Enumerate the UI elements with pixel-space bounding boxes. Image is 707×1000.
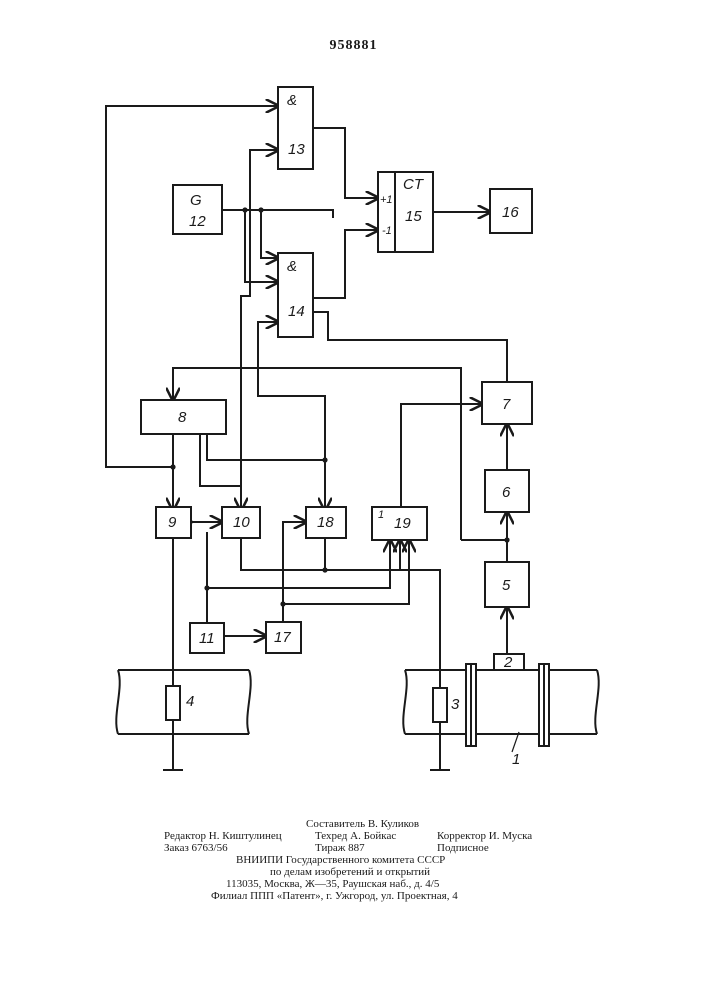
footer-org2: по делам изобретений и открытий [270,866,430,878]
svg-text:6: 6 [502,484,511,501]
wire-13-to-15 [313,128,378,198]
block-15-counter: CT 15 +1 -1 [378,172,433,252]
svg-text:15: 15 [405,208,422,225]
footer-editor: Редактор Н. Киштулинец [164,830,282,842]
wire-17-to-18 [283,522,306,622]
wire-8-to-18 [207,434,325,510]
wire-10-to-3 [241,538,440,688]
footer-circulation: Тираж 887 [315,842,365,854]
svg-text:19: 19 [394,515,411,532]
pipe-left [116,670,250,734]
svg-text:2: 2 [503,654,513,671]
wire-11-to-19a [207,540,390,588]
svg-text:7: 7 [502,396,511,413]
block-2-sensor: 2 [494,654,524,671]
svg-text:+1: +1 [380,194,393,206]
block-6: 6 [485,470,529,512]
svg-text:11: 11 [199,630,215,647]
svg-text:12: 12 [189,213,206,230]
wire-12-to-19 [261,210,333,218]
block-3-electrode: 3 [433,688,460,722]
block-18: 18 [306,507,346,538]
block-16: 16 [490,189,532,233]
svg-text:13: 13 [288,141,305,158]
footer-branch: Филиал ППП «Патент», г. Ужгород, ул. Про… [211,890,458,902]
wire-19-to-7 [401,404,482,507]
footer-address: 113035, Москва, Ж—35, Раушская наб., д. … [226,878,439,890]
svg-text:17: 17 [274,629,291,646]
block-19: 1 19 [372,507,427,540]
svg-text:14: 14 [288,303,305,320]
svg-text:18: 18 [317,514,334,531]
pipe-label-1: 1 [512,751,520,768]
svg-text:&: & [287,92,297,109]
wire-8-to-14 [258,322,325,460]
svg-text:-1: -1 [382,225,392,237]
block-14: & 14 [278,253,313,337]
footer-org1: ВНИИПИ Государственного комитета СССР [236,854,445,866]
block-12-generator: G 12 [173,185,222,234]
wire-10-to-13 [241,150,278,510]
block-8: 8 [141,400,226,434]
svg-text:CT: CT [403,176,425,193]
block-7: 7 [482,382,532,424]
svg-text:&: & [287,258,297,275]
block-5: 5 [485,562,529,607]
svg-text:16: 16 [502,204,519,221]
svg-text:4: 4 [186,693,194,710]
block-11: 11 [190,623,224,653]
svg-text:10: 10 [233,514,250,531]
block-17: 17 [266,622,301,653]
svg-text:5: 5 [502,577,511,594]
footer-techred: Техред А. Бойкас [315,830,396,842]
wire-14-to-7 [313,312,507,382]
svg-text:3: 3 [451,696,460,713]
footer-subscription: Подписное [437,842,489,854]
block-13: & 13 [278,87,313,169]
block-9: 9 [156,507,191,538]
footer-corrector: Корректор И. Муска [437,830,532,842]
wire-14-to-15 [313,230,378,298]
block-10: 10 [222,507,260,538]
block-4-electrode: 4 [166,686,194,720]
footer-compiler: Составитель В. Куликов [306,818,419,830]
svg-text:1: 1 [378,509,384,521]
svg-text:9: 9 [168,514,177,531]
footer-order: Заказ 6763/56 [164,842,228,854]
svg-text:8: 8 [178,409,187,426]
svg-text:G: G [190,192,202,209]
